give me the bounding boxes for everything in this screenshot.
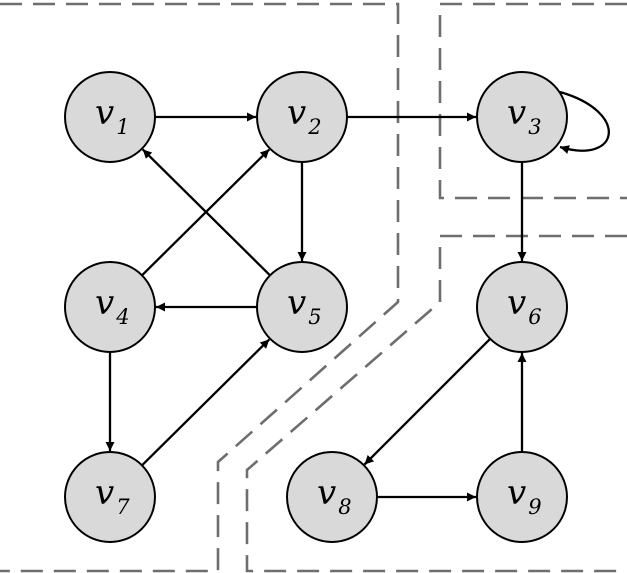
edge-v7-to-v5 xyxy=(141,338,271,467)
node-label-subscript: 5 xyxy=(308,305,321,329)
node-circle-v5 xyxy=(256,261,348,353)
node-label-name: v xyxy=(95,93,114,133)
node-label-subscript: 9 xyxy=(528,495,541,519)
node-label-name: v xyxy=(95,283,114,323)
node-label-name: v xyxy=(95,473,114,513)
node-v4: v4 xyxy=(64,261,156,353)
node-label-name: v xyxy=(507,473,526,513)
node-label-name: v xyxy=(317,473,336,513)
region-top-right-border xyxy=(438,2,627,200)
node-label-name: v xyxy=(507,93,526,133)
node-label-subscript: 6 xyxy=(528,305,541,329)
node-label-subscript: 4 xyxy=(115,305,129,329)
node-circle-v6 xyxy=(476,261,568,353)
node-label-v2: v2 xyxy=(287,93,322,139)
node-label-v7: v7 xyxy=(95,473,130,519)
node-v6: v6 xyxy=(476,261,568,353)
node-label-name: v xyxy=(287,93,306,133)
node-label-subscript: 7 xyxy=(116,495,130,519)
node-v8: v8 xyxy=(286,451,378,543)
edge-v6-to-v8 xyxy=(363,337,492,466)
node-circle-v9 xyxy=(476,451,568,543)
edge-v5-to-v1 xyxy=(141,148,271,277)
node-circle-v1 xyxy=(64,71,156,163)
node-v3: v3 xyxy=(476,71,568,163)
node-label-name: v xyxy=(287,283,306,323)
edges-layer xyxy=(105,90,610,502)
node-circle-v4 xyxy=(64,261,156,353)
node-label-v1: v1 xyxy=(95,93,130,139)
node-circle-v7 xyxy=(64,451,156,543)
node-v7: v7 xyxy=(64,451,156,543)
node-label-v5: v5 xyxy=(287,283,322,329)
node-circle-v8 xyxy=(286,451,378,543)
region-bottom-right-border xyxy=(245,234,627,573)
node-label-subscript: 8 xyxy=(338,495,351,519)
node-label-v8: v8 xyxy=(317,473,352,519)
node-v2: v2 xyxy=(256,71,348,163)
node-label-v4: v4 xyxy=(95,283,130,329)
node-label-v6: v6 xyxy=(507,283,542,329)
node-v1: v1 xyxy=(64,71,156,163)
edge-v3-to-v3 xyxy=(559,90,610,154)
node-circle-v2 xyxy=(256,71,348,163)
node-label-subscript: 1 xyxy=(116,115,129,139)
node-label-name: v xyxy=(507,283,526,323)
region-left-border xyxy=(0,2,400,573)
node-label-v3: v3 xyxy=(507,93,542,139)
node-label-subscript: 3 xyxy=(528,115,541,139)
node-label-subscript: 2 xyxy=(307,115,321,139)
node-circle-v3 xyxy=(476,71,568,163)
node-label-v9: v9 xyxy=(507,473,542,519)
node-v5: v5 xyxy=(256,261,348,353)
node-v9: v9 xyxy=(476,451,568,543)
